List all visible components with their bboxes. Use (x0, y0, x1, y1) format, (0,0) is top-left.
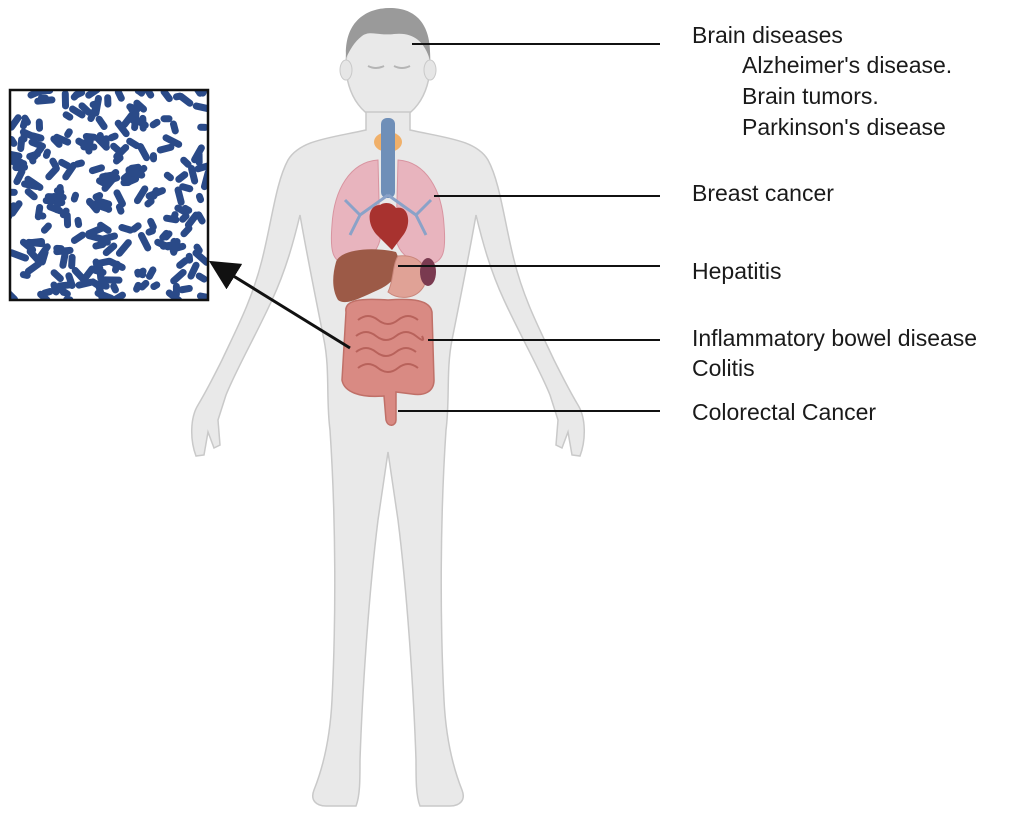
left-ear (340, 60, 352, 80)
label-colorectal-cancer: Colorectal Cancer (692, 397, 876, 427)
bacterium-icon (80, 143, 97, 150)
label-parkinsons: Parkinson's disease (742, 112, 946, 142)
label-colitis: Colitis (692, 353, 755, 383)
bacterium-icon (104, 94, 111, 108)
label-brain-tumors: Brain tumors. (742, 81, 879, 111)
bacterium-icon (20, 131, 27, 143)
bacterium-icon (97, 239, 111, 246)
bacterium-icon (45, 193, 67, 201)
label-inflammatory-bowel-disease: Inflammatory bowel disease (692, 323, 977, 353)
bacterium-icon (36, 118, 43, 132)
bacterium-icon (150, 152, 157, 162)
bacterium-icon (64, 212, 72, 229)
bacterium-icon (160, 115, 172, 122)
bacterium-icon (3, 157, 22, 165)
trachea (381, 118, 395, 198)
spleen (420, 258, 436, 286)
label-hepatitis: Hepatitis (692, 256, 781, 286)
bacterium-icon (173, 283, 180, 298)
bacterium-icon (62, 90, 69, 109)
label-alzheimers: Alzheimer's disease. (742, 50, 952, 80)
label-brain-diseases: Brain diseases (692, 20, 843, 50)
microbiome-inset (2, 83, 214, 306)
right-ear (424, 60, 436, 80)
label-breast-cancer: Breast cancer (692, 178, 834, 208)
